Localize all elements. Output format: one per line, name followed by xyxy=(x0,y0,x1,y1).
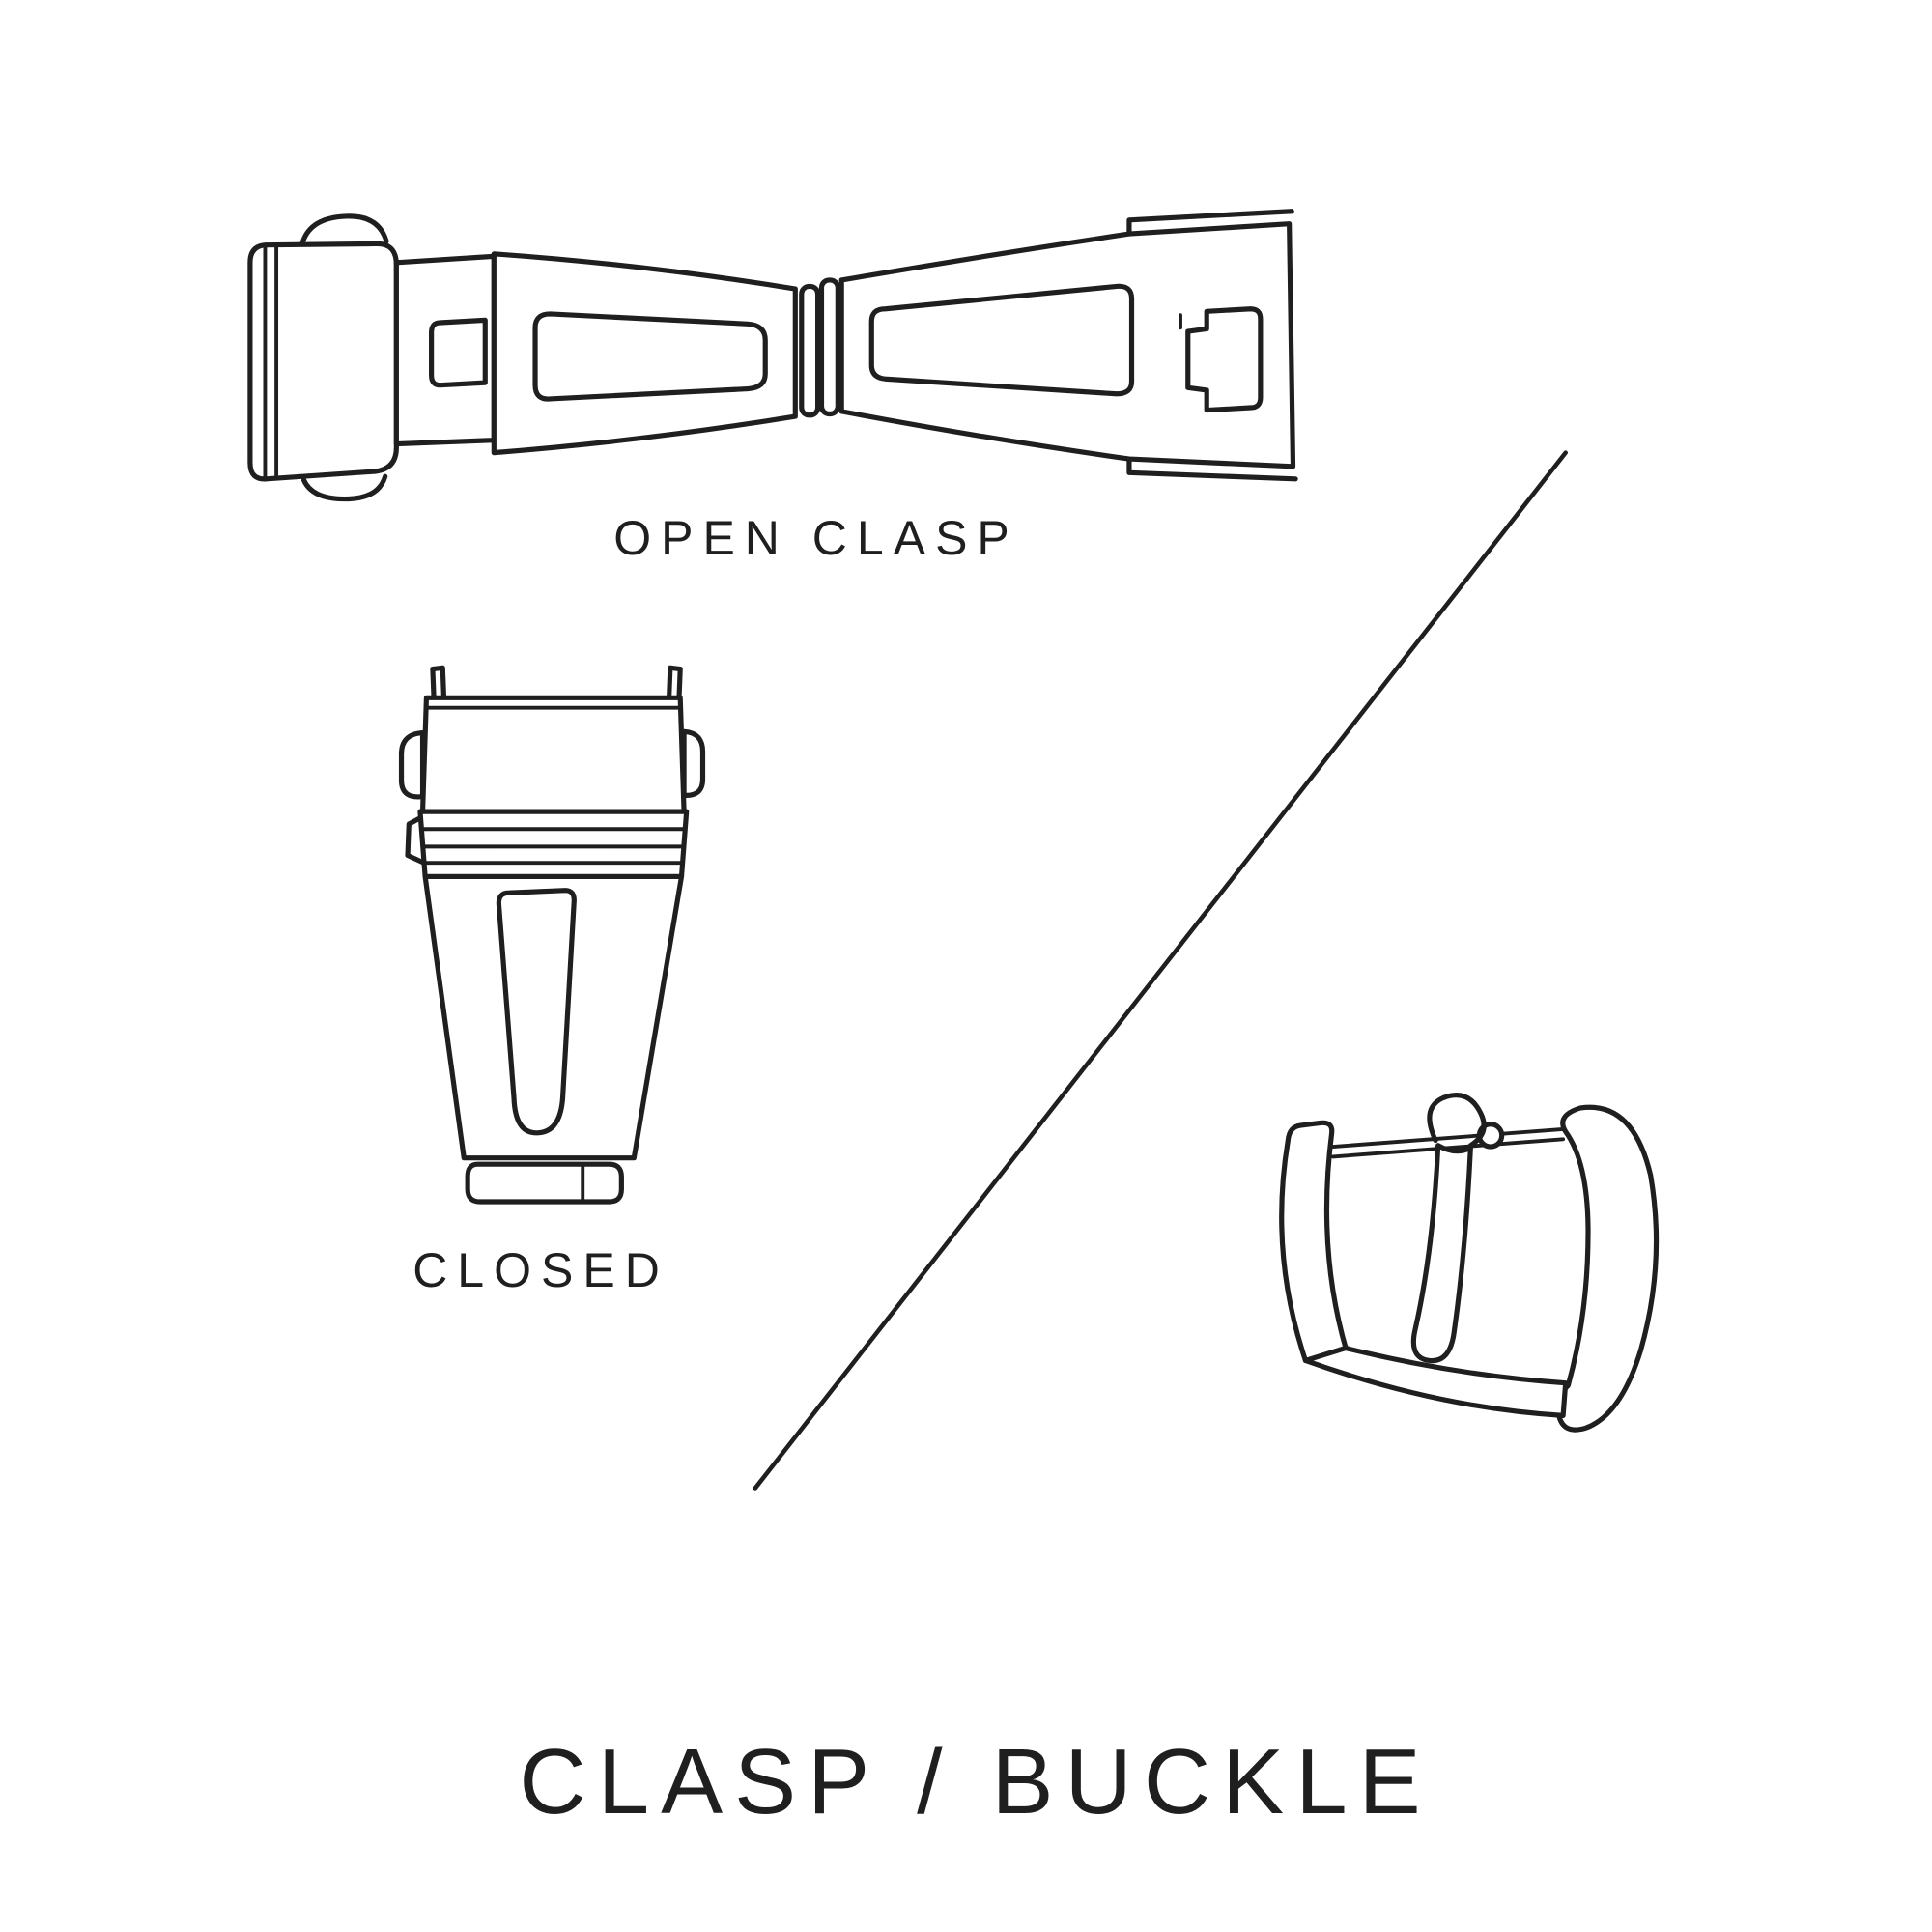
buckle-drawing xyxy=(1279,1093,1660,1433)
diagonal-divider-line xyxy=(753,450,1568,1491)
open-clasp-drawing xyxy=(247,209,1298,502)
page-title: CLASP / BUCKLE xyxy=(519,1730,1433,1833)
closed-clasp-drawing xyxy=(398,665,706,1205)
open-clasp-label: OPEN CLASP xyxy=(613,511,1019,565)
closed-label: CLOSED xyxy=(412,1243,669,1297)
